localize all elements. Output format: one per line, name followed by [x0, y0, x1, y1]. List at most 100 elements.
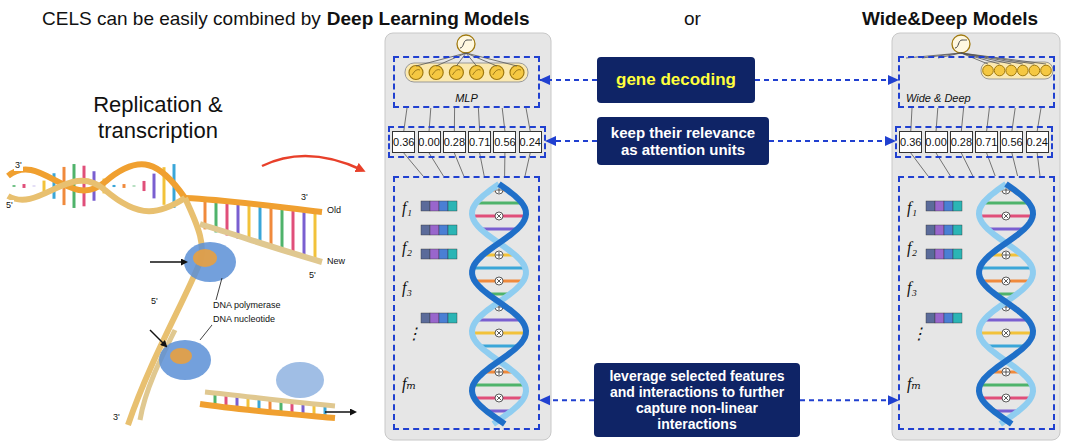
stroke — [983, 202, 1029, 205]
attention-value: 0.56 — [493, 131, 516, 153]
stroke — [497, 396, 501, 400]
stroke — [432, 70, 440, 75]
feature-name: ⋮ — [406, 326, 549, 342]
stroke — [23, 184, 26, 188]
stroke — [448, 201, 457, 211]
part-label: DNA nucleotide — [212, 314, 276, 325]
stroke — [409, 66, 423, 80]
strand-label: Old — [326, 205, 342, 216]
stroke — [473, 267, 525, 270]
stroke — [983, 65, 994, 76]
stroke — [496, 369, 502, 375]
stroke — [497, 214, 501, 218]
process-arrow — [262, 156, 362, 170]
stroke — [43, 181, 46, 192]
stroke — [439, 201, 448, 211]
stroke — [953, 313, 962, 323]
stroke — [281, 209, 284, 251]
stroke — [1002, 368, 1010, 376]
callout-box: keep their relevance as attention units — [597, 117, 769, 165]
callout-box: leverage selected features and interacti… — [594, 363, 800, 437]
stroke — [490, 66, 504, 80]
stroke — [495, 277, 503, 285]
stroke — [436, 53, 466, 66]
stroke — [456, 53, 466, 66]
stroke — [429, 66, 443, 80]
strand-end-label: 5' — [5, 200, 14, 211]
stroke — [33, 184, 36, 187]
stroke — [980, 267, 1032, 270]
stroke — [935, 313, 944, 323]
attention-value: 0.71 — [468, 131, 491, 153]
stroke — [153, 174, 156, 199]
stroke — [1029, 65, 1040, 76]
stroke — [449, 66, 463, 80]
strand-end-label: 5' — [150, 296, 159, 307]
dashed-arrow — [540, 399, 594, 401]
stroke — [981, 62, 1053, 79]
stroke — [439, 225, 448, 235]
dna-replication-fork — [8, 164, 355, 425]
stroke — [1002, 394, 1010, 402]
strand-end-label: 3' — [14, 160, 23, 171]
attention-units: 0.360.000.280.710.560.24 — [895, 126, 1053, 158]
stroke — [421, 249, 430, 259]
stroke — [405, 63, 528, 82]
stroke — [466, 53, 517, 66]
stroke — [497, 279, 501, 283]
stroke — [987, 345, 1026, 348]
attention-value: 0.24 — [1026, 131, 1049, 153]
stroke — [270, 208, 273, 248]
stroke — [953, 249, 962, 259]
stroke — [430, 313, 439, 323]
attention-value: 0.24 — [519, 131, 542, 153]
stroke — [421, 201, 430, 211]
stroke — [1004, 279, 1008, 283]
stroke — [416, 53, 466, 66]
stroke — [477, 319, 521, 322]
stroke — [961, 53, 1046, 64]
section-label: Replication & transcription — [68, 92, 248, 145]
title-word: or — [684, 8, 701, 30]
stroke — [495, 212, 503, 220]
stroke — [452, 70, 460, 75]
dashed-arrow — [800, 399, 898, 401]
feature-name: ⋮ — [911, 326, 1064, 342]
stroke — [926, 249, 935, 259]
stroke — [13, 185, 16, 187]
feature-name: f₂ — [907, 240, 1060, 256]
stroke — [935, 249, 944, 259]
strand-end-label: 3' — [300, 192, 309, 203]
attention-value: 0.71 — [975, 131, 998, 153]
stroke — [1004, 396, 1008, 400]
stroke — [1004, 331, 1008, 335]
stroke — [314, 212, 317, 261]
stroke — [944, 225, 953, 235]
dashed-arrow — [755, 79, 898, 81]
stroke — [994, 65, 1005, 76]
stroke — [439, 313, 448, 323]
stroke — [495, 394, 503, 402]
stroke — [935, 201, 944, 211]
layer-label: MLP — [395, 92, 538, 104]
title: CELS can be easily combined by — [42, 8, 321, 30]
stroke — [944, 313, 953, 323]
stroke — [496, 252, 502, 258]
stroke — [439, 249, 448, 259]
feature-name: fₘ — [907, 376, 1060, 392]
title-emphasis: Wide&Deep Models — [862, 8, 1038, 30]
stroke — [1041, 65, 1052, 76]
stroke — [495, 251, 503, 259]
stroke — [430, 249, 439, 259]
stroke — [926, 225, 935, 235]
stroke — [123, 184, 126, 188]
stroke — [476, 202, 522, 205]
stroke — [495, 368, 503, 376]
stroke — [430, 225, 439, 235]
model-panel — [385, 33, 1060, 440]
feature-name: f₁ — [907, 200, 1060, 216]
wide-deep-block: Wide & Deep — [898, 56, 1055, 108]
stroke — [1002, 251, 1010, 259]
attention-value: 0.36 — [392, 131, 415, 153]
stroke — [472, 184, 526, 424]
